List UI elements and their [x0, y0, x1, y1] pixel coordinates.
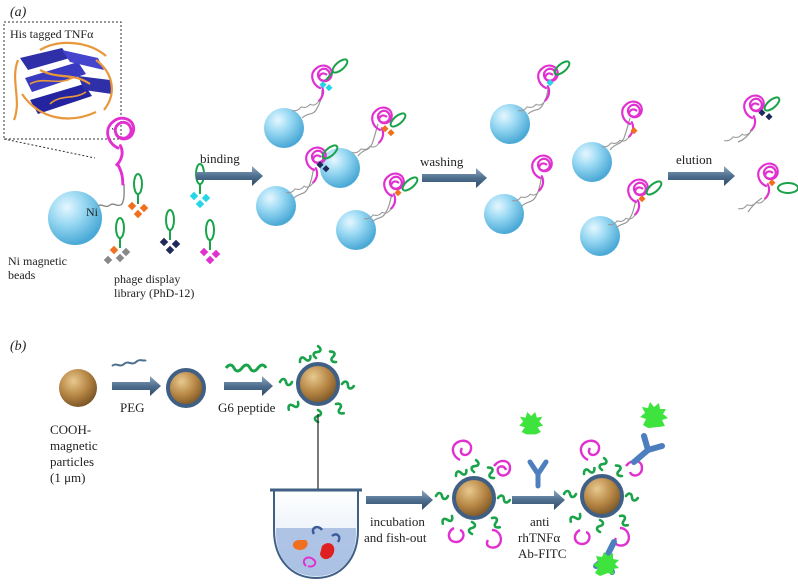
step-g6-peptide: G6 peptide — [218, 400, 276, 415]
library-label-2: library (PhD-12) — [114, 286, 194, 300]
g6-functionalized-particle — [278, 344, 356, 424]
antibody-label-3: Ab-FITC — [518, 546, 566, 561]
eluted-complexes — [723, 94, 798, 213]
panel-b-label: (b) — [10, 339, 27, 354]
incubation-label-2: and fish-out — [364, 530, 427, 545]
his-tagged-tnf-protein — [106, 116, 136, 186]
particle-label-1: COOH- — [50, 422, 91, 437]
particle-label-2: magnetic — [50, 438, 98, 453]
peg-chain-icon — [111, 359, 147, 367]
inset-title: His tagged TNFα — [10, 27, 94, 41]
zoom-line-left — [3, 138, 96, 159]
antibody-arrow — [512, 490, 565, 510]
g6-peptide-icon — [224, 363, 268, 373]
g6-arrow — [224, 376, 273, 396]
particle-with-captured-tnf — [434, 439, 512, 549]
bound-complexes-2 — [484, 60, 663, 256]
step-binding: binding — [200, 151, 240, 166]
binding-arrow — [196, 166, 263, 186]
step-elution: elution — [676, 152, 713, 167]
beads-label-2: beads — [8, 268, 36, 282]
ni-label: Ni — [86, 205, 99, 219]
incubation-arrow — [366, 490, 433, 510]
ni-magnetic-bead — [48, 191, 102, 245]
particle-label-3: particles — [50, 454, 94, 469]
incubation-label-1: incubation — [370, 514, 425, 529]
cooh-magnetic-particle — [59, 369, 97, 407]
washing-arrow — [422, 168, 487, 188]
peg-arrow — [112, 376, 161, 396]
library-label-1: phage display — [114, 272, 180, 286]
panel-a-label: (a) — [10, 5, 27, 20]
protein-ribbon-structure — [12, 41, 113, 121]
tnf-structure-inset: His tagged TNFα — [3, 21, 122, 140]
step-peg: PEG — [120, 400, 145, 415]
bound-complexes-1 — [256, 58, 419, 250]
particle-label-4: (1 μm) — [50, 470, 86, 485]
antibody-fitc-icon — [519, 412, 549, 489]
antibody-label-2: rhTNFα — [518, 530, 560, 545]
antibody-label-1: anti — [530, 514, 550, 529]
sample-tube — [270, 488, 362, 580]
step-washing: washing — [420, 154, 464, 169]
peg-coated-particle — [166, 368, 206, 408]
labeled-complex — [562, 402, 668, 576]
his-tag-linker — [97, 183, 125, 208]
elution-arrow — [668, 166, 735, 186]
beads-label-1: Ni magnetic — [8, 254, 67, 268]
